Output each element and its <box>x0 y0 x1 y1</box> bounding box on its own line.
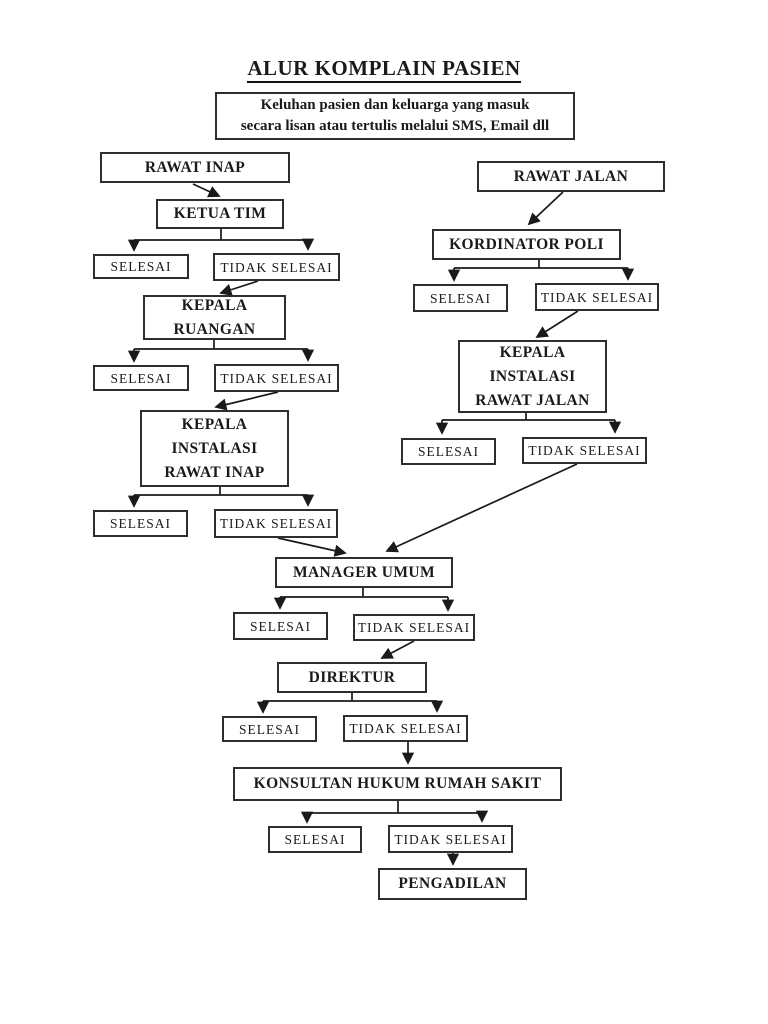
outcome-tidak-selesai-kepala-ruangan: TIDAK SELESAI <box>214 364 339 392</box>
outcome-selesai-ketua-tim: SELESAI <box>93 254 189 279</box>
node-rawat-jalan: RAWAT JALAN <box>477 161 665 192</box>
outcome-tidak-selesai-konsultan-hukum: TIDAK SELESAI <box>388 825 513 853</box>
node-konsultan-hukum-rumah-sakit: KONSULTAN HUKUM RUMAH SAKIT <box>233 767 562 801</box>
outcome-tidak-selesai-kepala-instalasi-rawat-jalan: TIDAK SELESAI <box>522 437 647 464</box>
outcome-tidak-selesai-manager-umum: TIDAK SELESAI <box>353 614 475 641</box>
node-direktur: DIREKTUR <box>277 662 427 693</box>
node-intake: Keluhan pasien dan keluarga yang masuk s… <box>215 92 575 140</box>
outcome-selesai-manager-umum: SELESAI <box>233 612 328 640</box>
edge-tidakselesai4-kepalainstjalan <box>535 310 579 338</box>
outcome-tidak-selesai-kepala-instalasi-rawat-inap: TIDAK SELESAI <box>214 509 338 538</box>
node-pengadilan: PENGADILAN <box>378 868 527 900</box>
node-manager-umum: MANAGER UMUM <box>275 557 453 588</box>
outcome-selesai-kepala-ruangan: SELESAI <box>93 365 189 391</box>
edge-rawatinap-ketuatim <box>192 183 221 198</box>
outcome-selesai-kepala-instalasi-rawat-inap: SELESAI <box>93 510 188 537</box>
edge-tidakselesai1-kepalaruangan <box>219 280 259 296</box>
edge-tidakselesai3-managerumum <box>277 537 347 557</box>
node-kordinator-poli: KORDINATOR POLI <box>432 229 621 260</box>
node-kepala-instalasi-rawat-jalan: KEPALA INSTALASI RAWAT JALAN <box>458 340 607 413</box>
edge-tidakselesai5-managerumum <box>385 463 578 553</box>
edge-rawatjalan-kordinatorpoli <box>527 191 564 226</box>
node-ketua-tim: KETUA TIM <box>156 199 284 229</box>
outcome-tidak-selesai-kordinator-poli: TIDAK SELESAI <box>535 283 659 311</box>
node-kepala-ruangan: KEPALA RUANGAN <box>143 295 286 340</box>
node-kepala-instalasi-rawat-inap: KEPALA INSTALASI RAWAT INAP <box>140 410 289 487</box>
outcome-selesai-kepala-instalasi-rawat-jalan: SELESAI <box>401 438 496 465</box>
outcome-tidak-selesai-ketua-tim: TIDAK SELESAI <box>213 253 340 281</box>
outcome-tidak-selesai-direktur: TIDAK SELESAI <box>343 715 468 742</box>
page-title: ALUR KOMPLAIN PASIEN <box>0 56 768 83</box>
outcome-selesai-direktur: SELESAI <box>222 716 317 742</box>
outcome-selesai-kordinator-poli: SELESAI <box>413 284 508 312</box>
outcome-selesai-konsultan-hukum: SELESAI <box>268 826 362 853</box>
node-rawat-inap: RAWAT INAP <box>100 152 290 183</box>
edge-tidakselesai6-direktur <box>380 640 415 659</box>
edge-tidakselesai2-kepalainstinap <box>214 391 279 411</box>
